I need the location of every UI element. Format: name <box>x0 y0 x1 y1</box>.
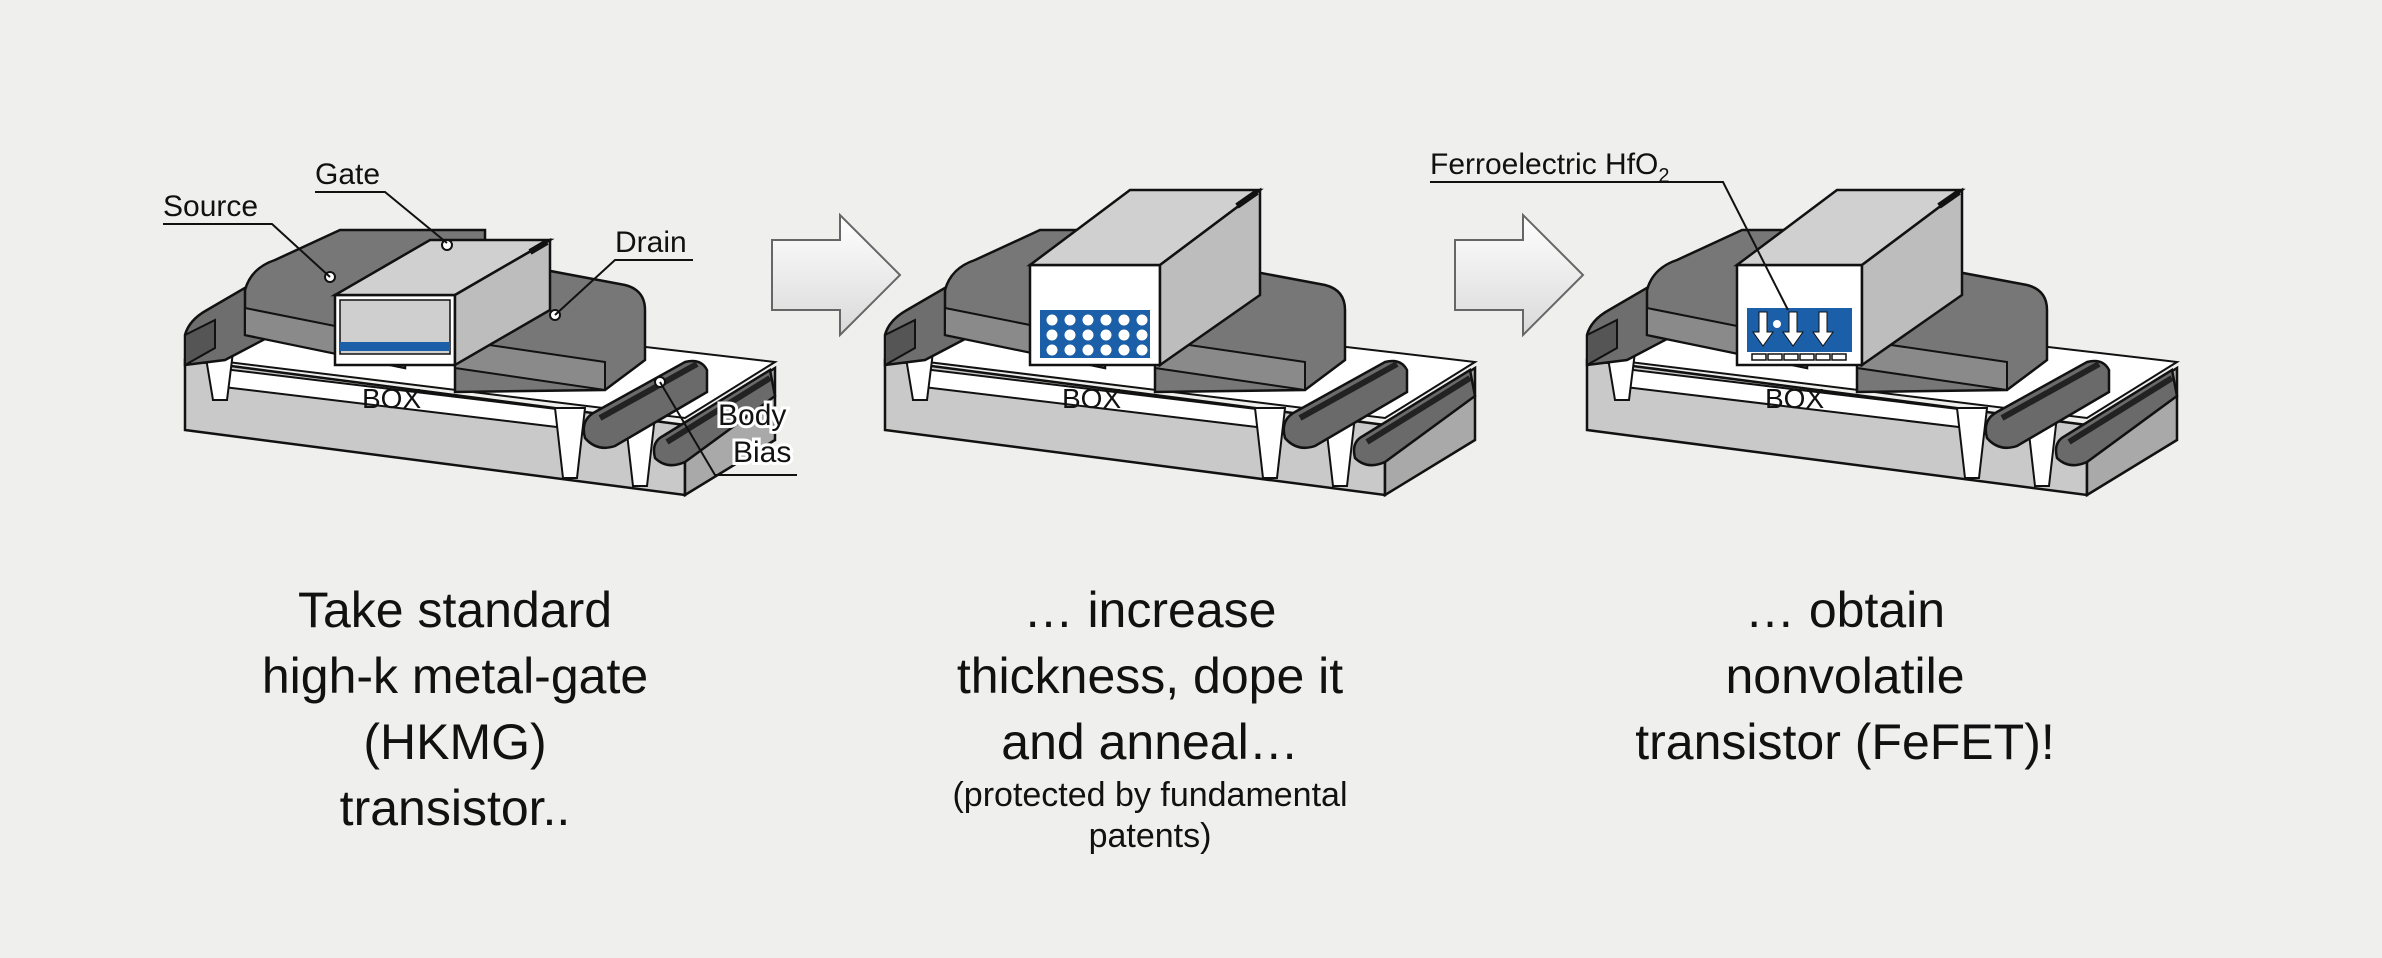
fefet-device <box>1587 187 2177 495</box>
process-arrow-2 <box>1454 212 1585 338</box>
drain-label: Drain <box>615 226 687 259</box>
body-label: Body <box>718 399 786 432</box>
ferroelectric-hfo2-label: Ferroelectric HfO2 <box>1430 148 1670 187</box>
thick-doped-device <box>885 187 1475 495</box>
box-label-2: BOX <box>1062 383 1121 414</box>
process-arrow-1 <box>771 212 902 338</box>
hkmg-blue-layer <box>340 342 450 351</box>
hkmg-transistor-device <box>185 230 775 495</box>
bias-label: Bias <box>733 436 791 469</box>
caption-step-3: … obtain nonvolatile transistor (FeFET)! <box>1635 582 2055 770</box>
doped-hfo2-layer <box>1040 310 1150 358</box>
caption-step-2: … increase thickness, dope it and anneal… <box>895 577 1405 857</box>
box-label: BOX <box>362 383 421 414</box>
device3-labels: Ferroelectric HfO2 BOX <box>1430 148 1824 414</box>
gate-label: Gate <box>315 158 380 191</box>
patent-note: (protected by fundamental patents) <box>952 776 1348 855</box>
box-label-3: BOX <box>1765 383 1824 414</box>
source-label: Source <box>163 190 258 223</box>
caption-step-1: Take standard high-k metal-gate (HKMG) t… <box>261 582 649 836</box>
device1-labels: Source Gate Drain Body Bias BOX <box>163 158 797 476</box>
